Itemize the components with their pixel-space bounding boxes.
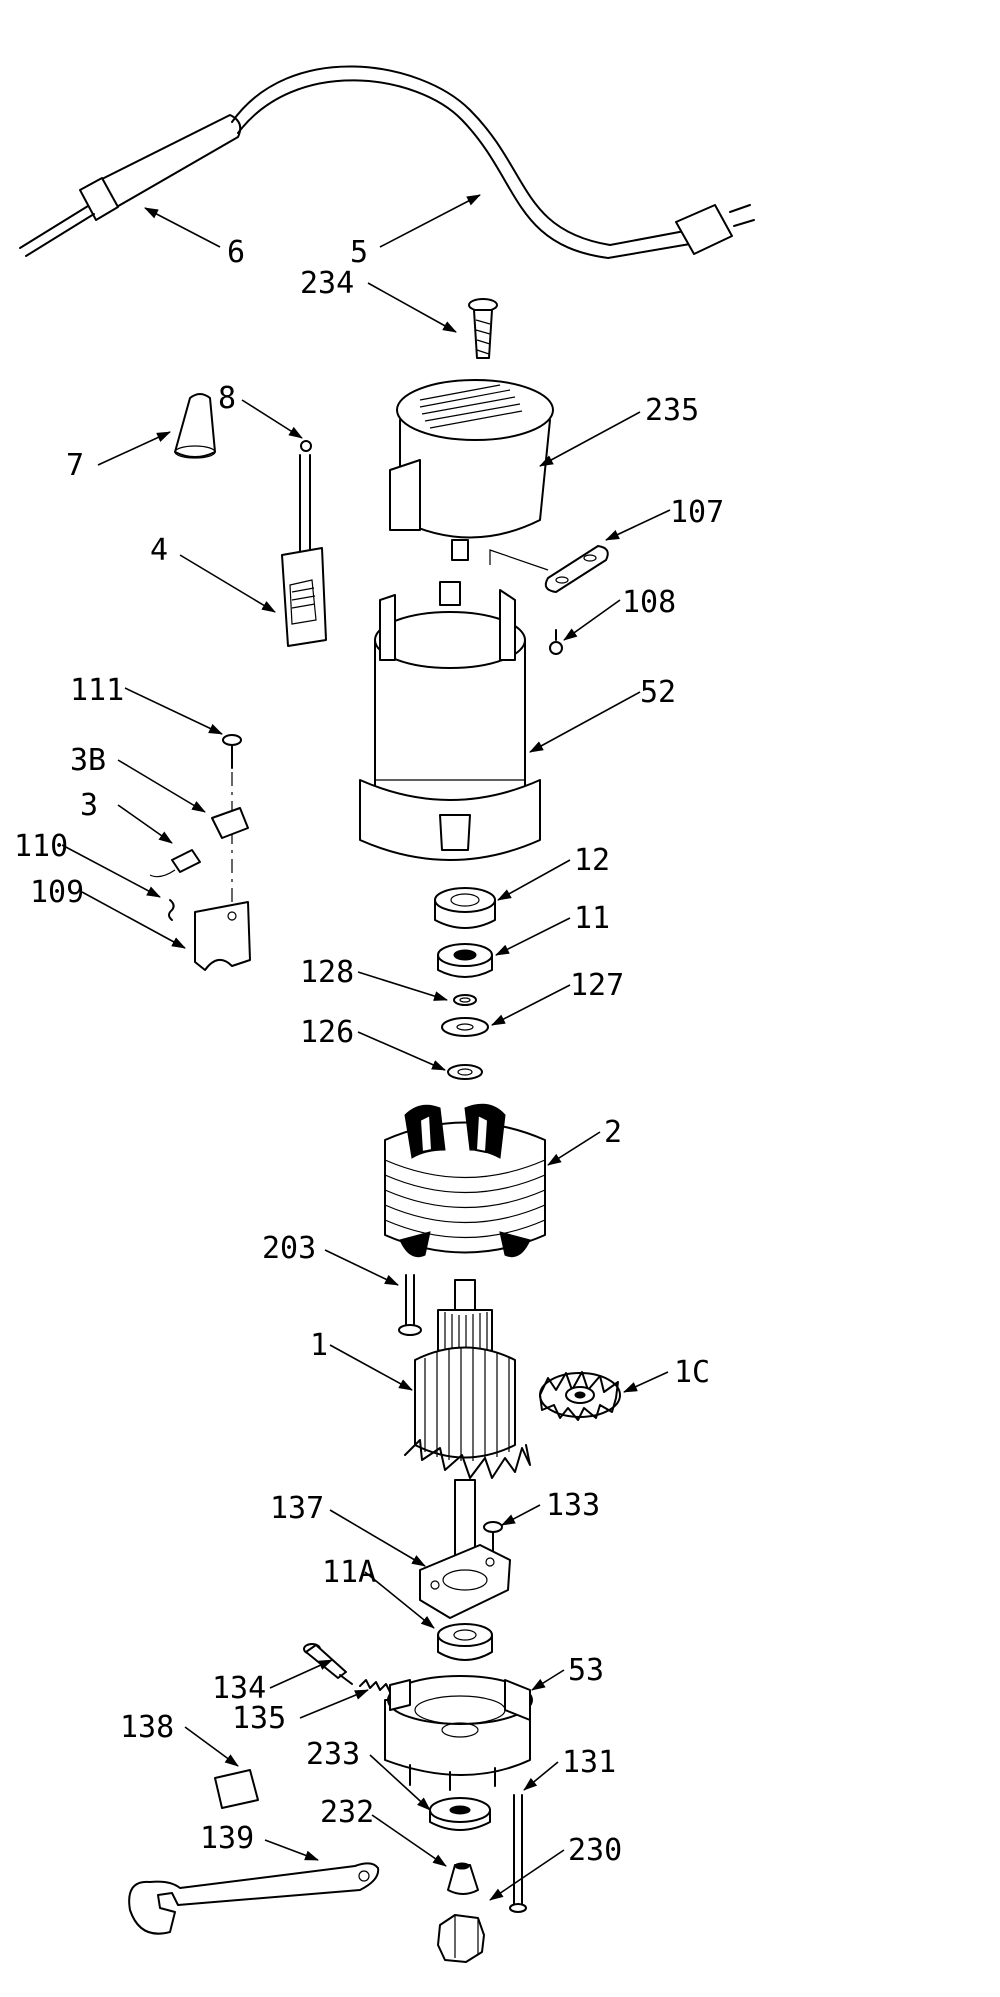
- label-6: 6: [227, 235, 245, 270]
- motor-cap-part-235: [389, 379, 554, 561]
- label-107: 107: [670, 495, 724, 530]
- collet-part-232: [447, 1862, 479, 1895]
- label-11: 11: [574, 901, 610, 936]
- label-2: 2: [604, 1115, 622, 1150]
- label-133: 133: [546, 1488, 600, 1523]
- label-232: 232: [320, 1795, 374, 1830]
- wrench-part-139: [128, 1862, 380, 1935]
- label-53: 53: [568, 1653, 604, 1688]
- screw-part-234: [468, 298, 498, 359]
- label-4: 4: [150, 533, 168, 568]
- brush-spring-part-110: [168, 899, 175, 921]
- label-3B: 3B: [70, 743, 106, 778]
- small-screw-part-133: [483, 1521, 503, 1553]
- label-3: 3: [80, 788, 98, 823]
- label-7: 7: [66, 448, 84, 483]
- label-135: 135: [232, 1701, 286, 1736]
- collet-nut-part-230: [437, 1914, 485, 1963]
- label-128: 128: [300, 955, 354, 990]
- label-5: 5: [350, 235, 368, 270]
- label-109: 109: [30, 875, 84, 910]
- label-plate-part-138: [214, 1769, 259, 1809]
- label-138: 138: [120, 1710, 174, 1745]
- label-233: 233: [306, 1737, 360, 1772]
- label-110: 110: [14, 829, 68, 864]
- label-108: 108: [622, 585, 676, 620]
- carbon-brush-part-3: [149, 849, 201, 878]
- armature-part-1: [404, 1279, 531, 1556]
- label-134: 134: [212, 1671, 266, 1706]
- brush-holder-part-109: [194, 901, 251, 971]
- switch-part-4: [281, 547, 327, 647]
- switch-wire-part-8: [299, 440, 312, 556]
- label-139: 139: [200, 1821, 254, 1856]
- label-127: 127: [570, 968, 624, 1003]
- ball-bearing-part-11: [437, 943, 493, 978]
- label-203: 203: [262, 1231, 316, 1266]
- washer-part-128: [453, 994, 477, 1006]
- gear-housing-part-53: [384, 1675, 533, 1791]
- label-137: 137: [270, 1491, 324, 1526]
- label-11A: 11A: [322, 1555, 376, 1590]
- brush-screw-part-111: [222, 734, 242, 769]
- collet-seat-part-233: [429, 1797, 491, 1831]
- label-111: 111: [70, 673, 124, 708]
- label-8: 8: [218, 381, 236, 416]
- label-230: 230: [568, 1833, 622, 1868]
- brush-clip-part-3B: [211, 807, 249, 839]
- washer-part-126: [447, 1064, 483, 1080]
- fan-part-1C: [539, 1371, 621, 1421]
- label-126: 126: [300, 1015, 354, 1050]
- washer-part-127: [441, 1017, 489, 1037]
- long-screw-part-203: [398, 1274, 422, 1336]
- label-235: 235: [645, 393, 699, 428]
- field-stator-part-2: [384, 1103, 546, 1258]
- label-234: 234: [300, 266, 354, 301]
- knob-part-7: [174, 393, 216, 459]
- small-screw-part-108: [549, 629, 563, 655]
- long-bolt-part-131: [509, 1794, 527, 1913]
- label-12: 12: [574, 843, 610, 878]
- label-131: 131: [562, 1745, 616, 1780]
- motor-housing-part-52: [359, 581, 541, 861]
- leader-lines: [61, 194, 671, 1901]
- bearing-sleeve-part-12: [434, 887, 496, 929]
- spindle-lock-pin-part-134: [303, 1643, 353, 1685]
- bearing-retainer-part-137: [419, 1544, 511, 1619]
- label-1: 1: [310, 1328, 328, 1363]
- power-cord-part-5: [231, 65, 755, 259]
- bracket-plate-part-107: [489, 545, 609, 593]
- cord-strain-relief-part-6: [19, 114, 242, 257]
- ball-bearing-part-11A: [437, 1623, 493, 1661]
- part-labels: 6 5 234 7 8 235 107 4 108 111 52 3B 3 11…: [14, 235, 724, 1868]
- label-1C: 1C: [674, 1355, 710, 1390]
- label-52: 52: [640, 675, 676, 710]
